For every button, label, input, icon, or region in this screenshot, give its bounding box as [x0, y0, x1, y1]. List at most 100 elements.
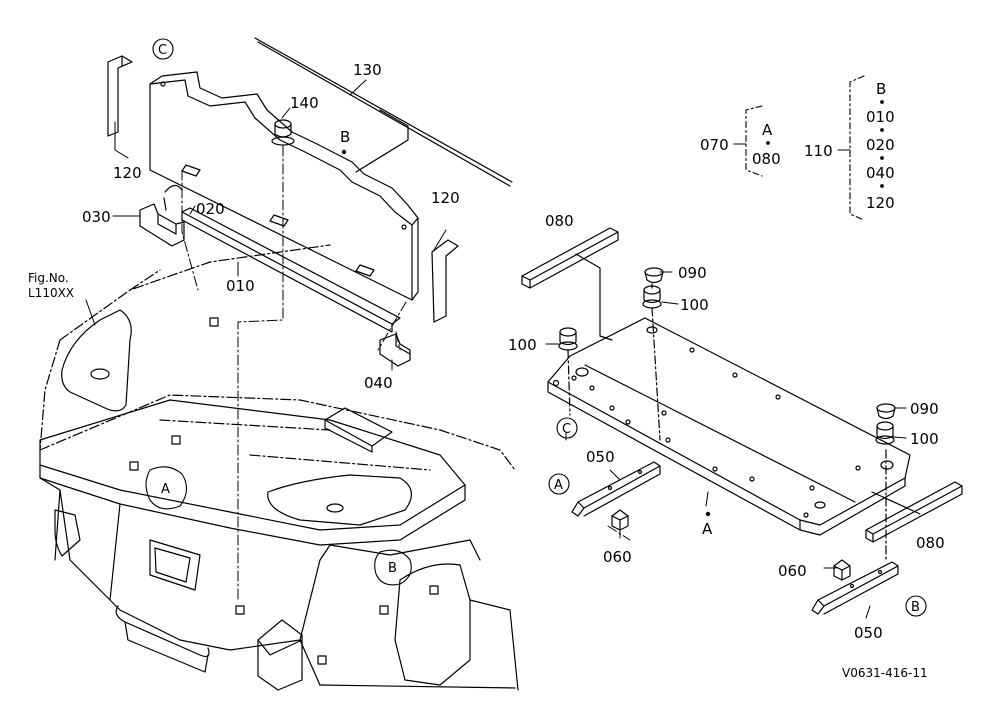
ref-circle-B-bracket [905, 595, 927, 617]
ref-blob-A-body [145, 466, 188, 510]
bolt-060-right [833, 559, 851, 581]
bar-080-top-leader [575, 253, 613, 341]
callout-040: 040 [364, 374, 393, 392]
ref-circle-A-bracket [548, 473, 570, 495]
legend-A-head: A [762, 121, 773, 139]
right-step-hole [326, 503, 344, 513]
ref-A-bracket: A [554, 478, 563, 493]
phantom-lines [181, 145, 631, 601]
legend-A-group: 070 [700, 136, 729, 154]
callout-100-right: 100 [910, 430, 939, 448]
bar-080-top [521, 227, 619, 289]
ref-A-body: A [161, 482, 170, 497]
deck-edge [39, 464, 466, 546]
plug-axis-top [651, 283, 661, 441]
floor-block [324, 407, 393, 453]
plate-assembly [521, 227, 963, 615]
body-lower-right [319, 599, 519, 691]
callout-060-left: 060 [603, 548, 632, 566]
callout-130: 130 [353, 61, 382, 79]
bar-080-right [865, 481, 963, 543]
body-bosses [129, 317, 439, 665]
bolt-060-left [611, 509, 629, 531]
grommet-axis-left [567, 349, 571, 416]
callout-100-left: 100 [508, 336, 537, 354]
marker-dot-A [705, 511, 711, 517]
callout-050-right: 050 [854, 624, 883, 642]
bracket-hole [607, 485, 613, 491]
seal-strip-130 [254, 37, 513, 187]
ref-circle-C-bottom [556, 417, 578, 439]
legend-A-item: 080 [752, 150, 781, 168]
callout-120-right: 120 [431, 189, 460, 207]
bracket-hole [849, 583, 855, 589]
callout-100-top: 100 [680, 296, 709, 314]
cover-panel-right-edge [411, 217, 419, 301]
cover-panel [149, 79, 413, 301]
strip-120-right [431, 239, 459, 323]
marker-B-panel: B [340, 128, 350, 146]
body-side-panel [149, 539, 201, 591]
reference-circles [145, 38, 927, 617]
legend-B-group: 110 [804, 142, 833, 160]
body-phantom-outline [39, 244, 516, 471]
panel-assembly [107, 37, 513, 367]
callout-140: 140 [290, 94, 319, 112]
right-step [267, 474, 412, 526]
legend-B-item: 020 [866, 136, 895, 154]
marker-A-plate: A [702, 520, 713, 538]
grommet-100-right [875, 421, 895, 445]
callout-020: 020 [196, 200, 225, 218]
tractor-body [39, 244, 519, 691]
step-rail [115, 605, 210, 673]
left-fender [61, 309, 132, 412]
legend-A-bracket [733, 105, 770, 177]
body-frame [39, 477, 481, 686]
ref-C-bottom: C [562, 422, 571, 437]
plug-090-top [644, 267, 664, 284]
floor-plate-edge [547, 381, 906, 536]
figure-ref-line1: Fig.No. [28, 271, 69, 285]
legend-B-item: 040 [866, 164, 895, 182]
ref-blob-B-body [374, 549, 412, 586]
right-cover [394, 563, 471, 686]
cover-panel-top-edge [149, 71, 419, 226]
cover-panel-hole [160, 81, 166, 87]
callout-050-left: 050 [586, 448, 615, 466]
figure-ref-line2: L110XX [28, 286, 74, 300]
callout-010: 010 [226, 277, 255, 295]
floor-plate-inner-line [584, 364, 856, 503]
bar-010 [181, 207, 401, 333]
clip-030 [139, 203, 185, 247]
bracket-hole [877, 569, 883, 575]
ref-B-bracket: B [911, 600, 920, 615]
leader-lines [85, 79, 907, 619]
center-deck [39, 399, 466, 531]
legend-B-bracket [837, 75, 884, 221]
legend-B-item: 120 [866, 194, 895, 212]
bolt-140 [271, 119, 295, 146]
bracket-hole [637, 469, 643, 475]
cover-panel-slots [181, 164, 375, 277]
marker-dot-B [341, 149, 347, 155]
floor-plate [547, 317, 911, 526]
legend-B-item: 010 [866, 108, 895, 126]
callout-030: 030 [82, 208, 111, 226]
callout-120-left: 120 [113, 164, 142, 182]
bracket-050-left [571, 461, 661, 517]
legend-B-head: B [876, 80, 886, 98]
rear-block [257, 619, 303, 691]
floor-plate-holes [552, 326, 894, 518]
drawing-id: V0631-416-11 [842, 666, 928, 680]
bracket-050-right [811, 561, 899, 615]
grommet-100-top [642, 285, 662, 309]
left-fender-hole [90, 368, 110, 380]
bar-080-right-leader [871, 491, 921, 515]
ref-C-top: C [158, 43, 167, 58]
ref-circle-C-top [152, 38, 174, 60]
callout-080-top: 080 [545, 212, 574, 230]
callout-090-top: 090 [678, 264, 707, 282]
hook-020 [163, 184, 183, 211]
